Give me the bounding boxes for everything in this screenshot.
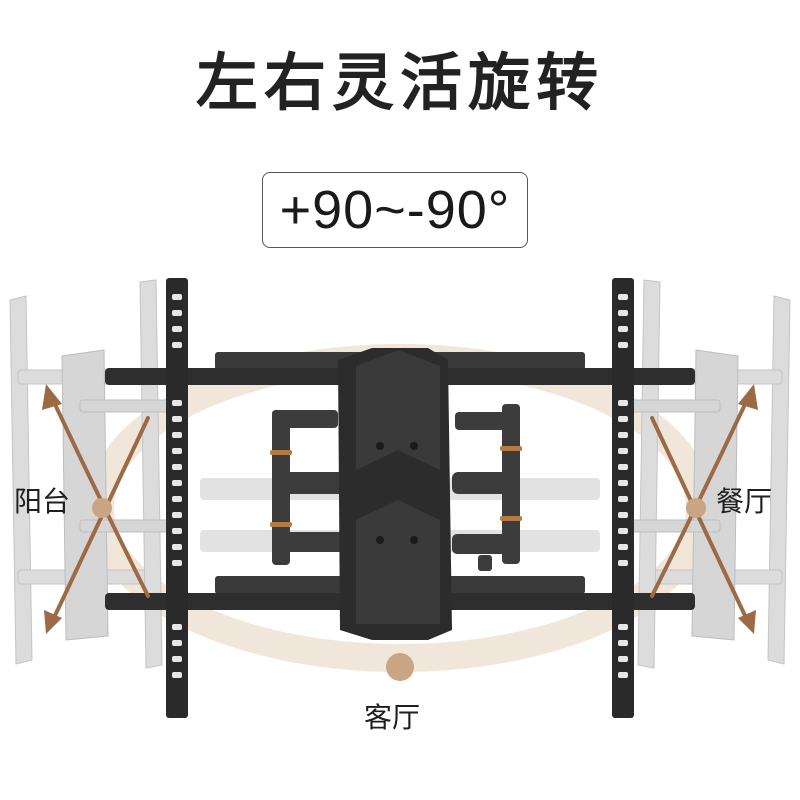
bottom-position-dot bbox=[386, 653, 414, 681]
headline: 左右灵活旋转 bbox=[195, 46, 604, 119]
position-label-left: 阳台 bbox=[14, 485, 71, 518]
position-label-right: 餐厅 bbox=[716, 485, 773, 518]
left-articulating-arm bbox=[272, 410, 348, 565]
central-wall-bracket bbox=[338, 348, 452, 640]
right-position-dot bbox=[686, 498, 706, 518]
ghost-mount-near-left bbox=[61, 349, 171, 641]
angle-range-text: +90~-90° bbox=[279, 180, 511, 240]
position-label-bottom: 客厅 bbox=[364, 701, 421, 734]
angle-range-badge: +90~-90° bbox=[262, 172, 528, 248]
left-vesa-bar bbox=[166, 278, 188, 718]
ghost-mount-near-right bbox=[629, 349, 739, 641]
copper-joint-rings bbox=[270, 446, 522, 527]
right-articulating-arm bbox=[452, 404, 520, 571]
left-position-dot bbox=[92, 498, 112, 518]
right-rotation-arrows-icon bbox=[650, 396, 750, 624]
right-vesa-bar bbox=[612, 278, 634, 718]
